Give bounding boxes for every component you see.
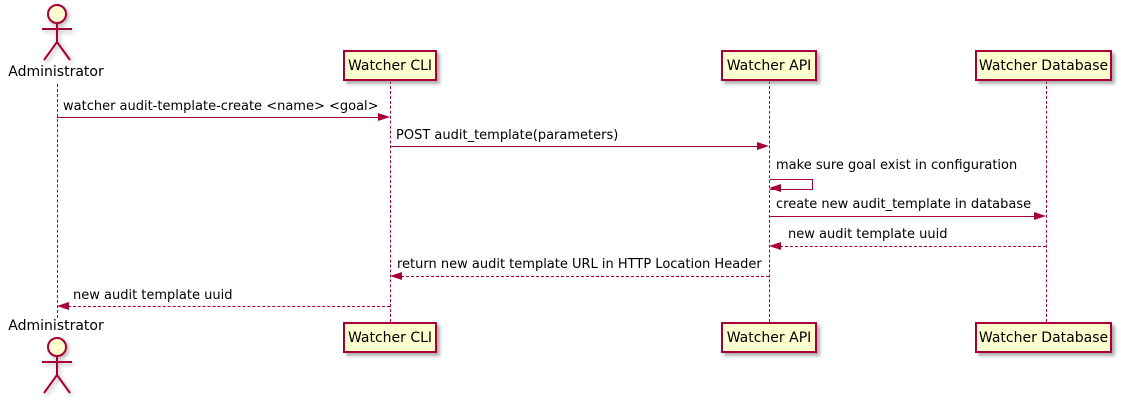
actor-administrator-bottom-label: Administrator [8,318,104,334]
arrowhead-left-icon [390,272,402,280]
arrowhead-right-icon [378,113,390,121]
participant-watcher-database-bottom-label: Watcher Database [978,329,1109,346]
message-6-label: return new audit template URL in HTTP Lo… [397,257,762,272]
actor-administrator-top-label: Administrator [8,64,104,80]
arrowhead-left-icon [769,184,781,192]
arrowhead-right-icon [1034,212,1046,220]
arrowhead-left-icon [769,242,781,250]
message-1-label: watcher audit-template-create <name> <go… [63,99,379,114]
lifeline-watcher-cli [390,81,391,322]
message-5-label: new audit template uuid [788,227,948,242]
participant-watcher-database-bottom: Watcher Database [975,322,1112,353]
lifeline-watcher-database [1046,81,1047,322]
message-4-label: create new audit_template in database [776,197,1032,212]
message-3-label: make sure goal exist in configuration [776,158,1018,173]
message-7-arrow [68,306,390,307]
participant-watcher-cli-top-label: Watcher CLI [347,57,433,74]
participant-watcher-api-bottom-label: Watcher API [726,329,812,346]
message-5-arrow [780,246,1046,247]
message-2-label: POST audit_template(parameters) [396,128,619,143]
message-7-label: new audit template uuid [73,288,233,303]
participant-watcher-cli-bottom-label: Watcher CLI [347,329,433,346]
participant-watcher-api-top: Watcher API [721,50,817,81]
message-6-arrow [401,276,769,277]
participant-watcher-cli-top: Watcher CLI [343,50,437,81]
participant-watcher-api-bottom: Watcher API [721,322,817,353]
participant-watcher-cli-bottom: Watcher CLI [343,322,437,353]
lifeline-administrator [57,84,58,318]
arrowhead-right-icon [757,142,769,150]
arrowhead-left-icon [57,302,69,310]
message-1-arrow [57,117,379,118]
message-3-self-loop [770,179,813,190]
participant-watcher-api-top-label: Watcher API [726,57,812,74]
lifeline-watcher-api [769,81,770,322]
message-2-arrow [390,146,758,147]
participant-watcher-database-top-label: Watcher Database [978,57,1109,74]
participant-watcher-database-top: Watcher Database [975,50,1112,81]
actor-administrator-top-icon [42,4,72,61]
message-4-arrow [769,216,1035,217]
actor-administrator-bottom-icon [42,337,72,394]
